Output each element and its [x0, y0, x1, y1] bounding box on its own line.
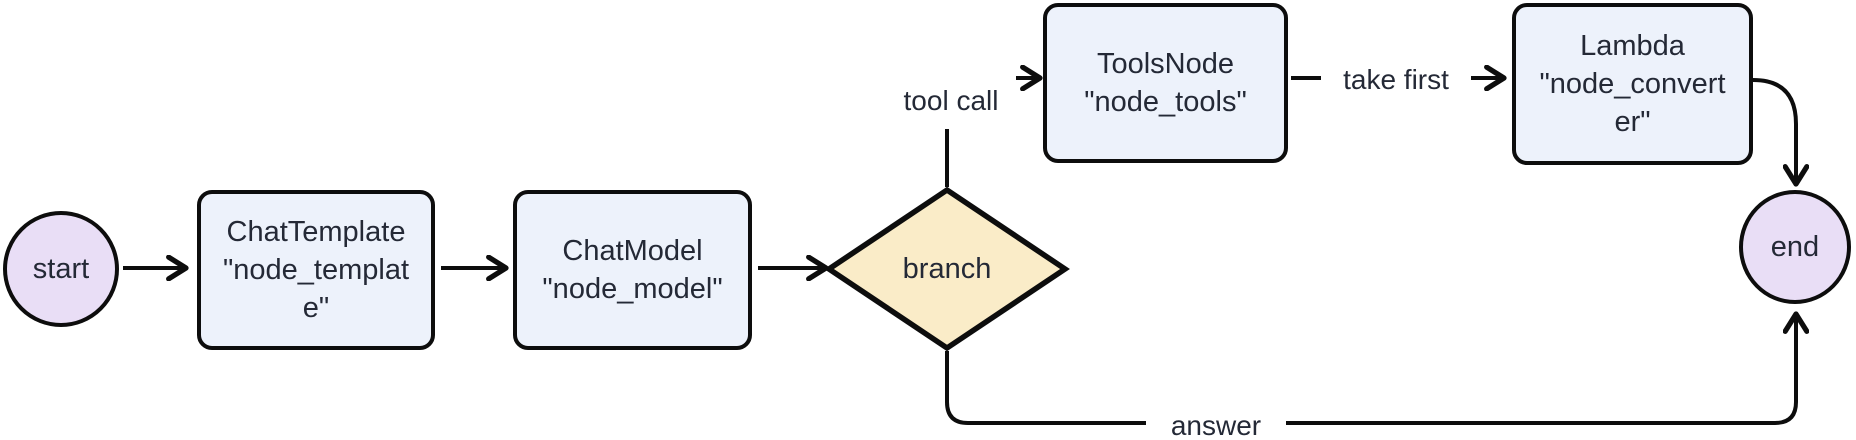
node-tools-node-line-1: ToolsNode [1096, 48, 1235, 80]
edge-label-answer-text: answer [1170, 410, 1262, 440]
node-start: start [3, 211, 119, 327]
node-chat-template-line-2: "node_templat [222, 254, 410, 286]
node-end: end [1739, 190, 1851, 304]
node-tools-node-label: ToolsNode "node_tools" [1084, 45, 1247, 121]
node-lambda: Lambda "node_convert er" [1512, 3, 1753, 165]
node-chat-model-line-1: ChatModel [562, 235, 703, 267]
node-branch: branch [877, 250, 1017, 288]
node-chat-template: ChatTemplate "node_templat e" [197, 190, 435, 350]
node-chat-model: ChatModel "node_model" [513, 190, 752, 350]
edge-label-tool-call-text: tool call [903, 85, 999, 116]
node-branch-diamond-shape [824, 186, 1070, 352]
node-branch-label: branch [902, 253, 992, 285]
node-lambda-line-3: er" [1614, 106, 1651, 138]
node-end-label: end [1770, 231, 1820, 263]
edge-label-tool-call: tool call [886, 73, 1016, 129]
edge-lambda-to-end [1752, 78, 1796, 184]
node-chat-template-line-1: ChatTemplate [226, 216, 406, 248]
node-tools-node-line-2: "node_tools" [1084, 86, 1247, 118]
node-chat-model-line-2: "node_model" [542, 273, 723, 305]
node-lambda-line-2: "node_convert [1539, 68, 1726, 100]
node-chat-template-label: ChatTemplate "node_templat e" [223, 213, 409, 327]
node-chat-model-label: ChatModel "node_model" [542, 232, 722, 308]
edge-label-take-first: take first [1321, 54, 1471, 106]
edge-label-take-first-text: take first [1343, 64, 1449, 95]
node-start-label: start [32, 253, 90, 285]
node-lambda-line-1: Lambda [1580, 30, 1685, 62]
node-tools-node: ToolsNode "node_tools" [1043, 3, 1288, 163]
edge-label-answer: answer [1146, 403, 1286, 440]
node-lambda-label: Lambda "node_convert er" [1539, 27, 1725, 141]
edge-branch-to-end [945, 314, 1796, 425]
node-chat-template-line-3: e" [302, 292, 330, 324]
